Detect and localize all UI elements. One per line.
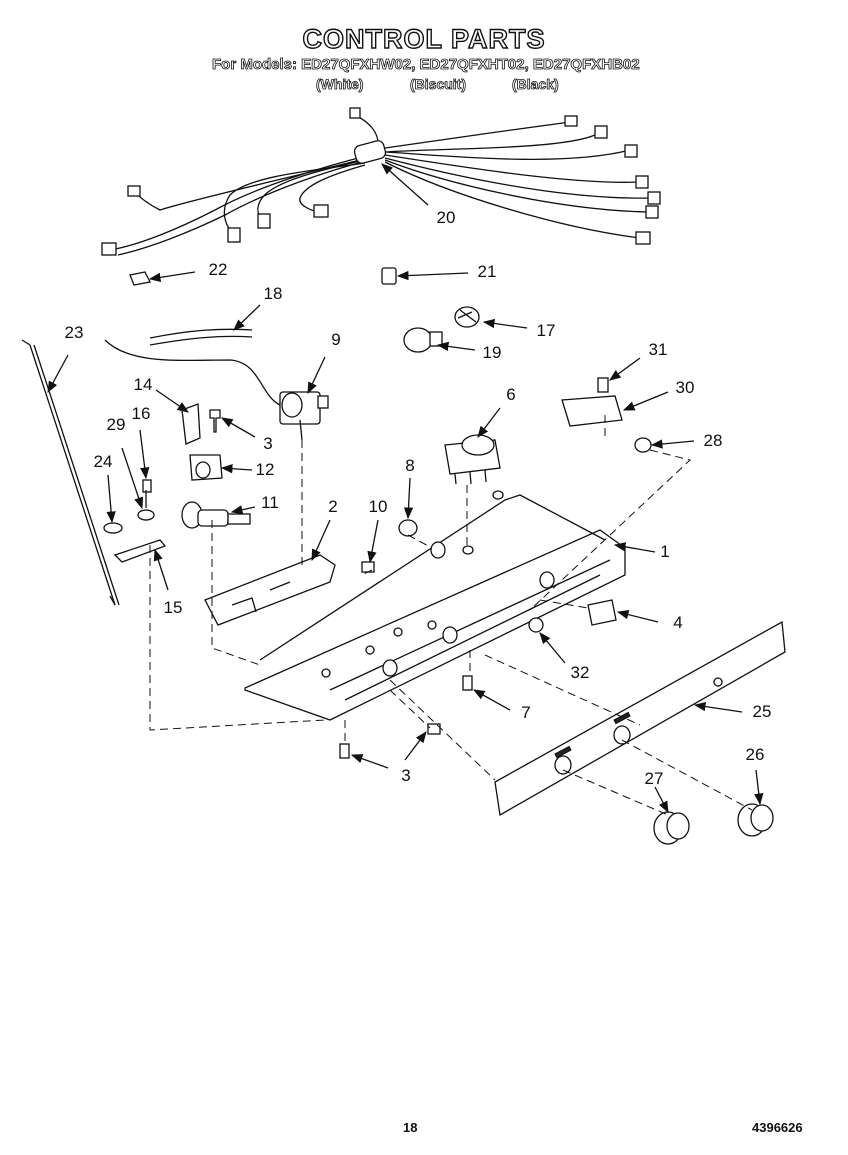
callout-18: 18	[263, 284, 283, 303]
callout-27: 27	[644, 769, 664, 788]
light-switch-4	[587, 599, 617, 626]
shaft-11	[181, 501, 251, 529]
callout-4: 4	[673, 613, 683, 632]
callout-24: 24	[93, 452, 113, 471]
callout-26: 26	[745, 745, 765, 764]
button-32	[528, 617, 544, 633]
control-rod	[29, 344, 116, 606]
document-code: 4396626	[752, 1120, 803, 1135]
screw-31	[597, 377, 609, 393]
light-socket	[454, 306, 480, 328]
callout-8: 8	[405, 456, 415, 475]
callout-3-lower: 3	[401, 766, 411, 785]
callout-19: 19	[482, 343, 502, 362]
models-line: For Models: ED27QFXHW02, ED27QFXHT02, ED…	[212, 56, 640, 74]
callout-17: 17	[536, 321, 556, 340]
callout-16: 16	[131, 404, 151, 423]
callout-2: 2	[328, 497, 338, 516]
knob-27	[653, 811, 690, 845]
callout-11: 11	[261, 493, 279, 512]
callout-28: 28	[703, 431, 723, 450]
callout-25: 25	[752, 702, 772, 721]
callout-7: 7	[521, 703, 531, 722]
callout-10: 10	[368, 497, 388, 516]
cold-control-thermostat	[279, 391, 329, 441]
variant-biscuit: (Biscuit)	[410, 76, 467, 93]
callout-22: 22	[208, 260, 228, 279]
control-panel-25	[494, 620, 786, 817]
callout-21: 21	[477, 262, 497, 281]
variant-white: (White)	[316, 76, 364, 93]
callout-9: 9	[331, 330, 341, 349]
switch-30	[561, 395, 623, 427]
light-bulb	[403, 327, 433, 353]
page-title: CONTROL PARTS	[302, 23, 546, 54]
callout-29: 29	[106, 415, 126, 434]
screw-3-upper	[209, 409, 221, 433]
screw-3-lower-b	[427, 723, 441, 735]
bulb-base	[429, 331, 443, 347]
callout-31: 31	[648, 340, 668, 359]
defrost-timer	[444, 434, 501, 485]
variant-black: (Black)	[512, 76, 559, 93]
page-number: 18	[403, 1120, 418, 1135]
clip-21	[381, 267, 397, 285]
screw-10	[361, 561, 375, 573]
control-housing-1	[244, 490, 626, 721]
callout-6: 6	[506, 385, 516, 404]
washer-29	[137, 509, 155, 521]
grommet-8	[398, 519, 418, 537]
washer-24	[103, 522, 123, 534]
linkage-15	[113, 539, 167, 563]
callout-32: 32	[570, 663, 590, 682]
callout-20: 20	[436, 208, 456, 227]
callout-14: 14	[133, 375, 153, 394]
screw-7	[462, 675, 473, 691]
wire-harness	[101, 107, 661, 256]
callout-3-upper: 3	[263, 434, 273, 453]
bracket-14	[181, 403, 201, 445]
callout-23: 23	[64, 323, 84, 342]
callout-12: 12	[255, 460, 275, 479]
screw-16	[142, 479, 152, 493]
callout-15: 15	[163, 598, 183, 617]
callout-30: 30	[675, 378, 695, 397]
screw-3-lower-a	[339, 743, 350, 759]
clip-28	[634, 437, 652, 453]
knob-26	[737, 803, 774, 837]
clip-22	[129, 271, 151, 286]
callout-1: 1	[660, 542, 670, 561]
